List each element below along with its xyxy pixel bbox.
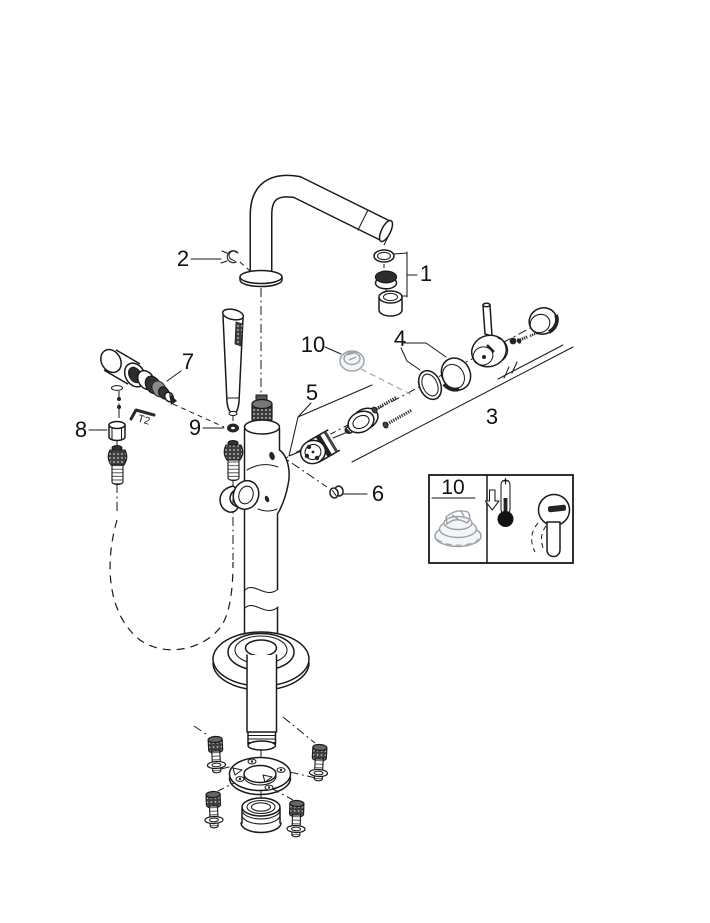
callout-label-4: 4 bbox=[394, 326, 406, 351]
mixer-body bbox=[243, 419, 290, 652]
callout-label-6: 6 bbox=[372, 481, 384, 506]
grub-screws bbox=[509, 331, 538, 345]
riser-pipe-break bbox=[244, 587, 279, 612]
collar-nut bbox=[240, 797, 282, 834]
callout-label-10: 10 bbox=[301, 332, 325, 357]
callout-label-8: 8 bbox=[75, 417, 87, 442]
non-return-valve bbox=[136, 369, 177, 405]
down-arrow-icon bbox=[484, 489, 500, 511]
cartridge bbox=[299, 429, 341, 465]
lever-body bbox=[470, 334, 509, 368]
union-nut bbox=[108, 420, 126, 442]
shower-hose bbox=[109, 519, 234, 651]
cartridge-flange bbox=[347, 407, 379, 434]
cartridge-screws bbox=[371, 395, 413, 429]
temperature-limiter bbox=[339, 350, 365, 372]
callout-labels: 1 2 3 4 5 6 7 8 9 10 T2 10 bbox=[75, 246, 498, 506]
cap-ring bbox=[528, 307, 559, 335]
thermometer-icon bbox=[497, 477, 514, 527]
lever-pin bbox=[482, 302, 493, 337]
hose-connector-right bbox=[223, 440, 244, 482]
inset-panel bbox=[428, 474, 574, 564]
spout-retaining-clip bbox=[220, 250, 239, 264]
callout-label-9: 9 bbox=[189, 415, 201, 440]
shower-holder bbox=[219, 479, 260, 513]
riser-pipe-lower bbox=[246, 654, 278, 751]
spout bbox=[239, 174, 394, 288]
hose-connector-left bbox=[107, 445, 128, 486]
callout-label-3: 3 bbox=[486, 404, 498, 429]
flange-bolt-holes bbox=[235, 758, 286, 791]
allen-key-size-label: T2 bbox=[136, 413, 151, 428]
elbow-connector bbox=[100, 348, 147, 409]
mounting-flange bbox=[228, 756, 292, 796]
hand-shower bbox=[221, 308, 245, 417]
callout-label-7: 7 bbox=[182, 349, 194, 374]
callout-label-5: 5 bbox=[306, 380, 318, 405]
spout-aerator-parts bbox=[373, 249, 403, 317]
lever-rotation-icon bbox=[531, 493, 571, 558]
trim-ring bbox=[440, 357, 472, 392]
body-adapter bbox=[251, 394, 273, 425]
inset-label-10: 10 bbox=[441, 476, 464, 499]
callout-label-1: 1 bbox=[420, 261, 432, 286]
temperature-limiter-icon bbox=[434, 510, 482, 548]
hand-shower-o-ring bbox=[227, 423, 239, 433]
plug bbox=[329, 485, 344, 499]
callout-label-2: 2 bbox=[177, 246, 189, 271]
allen-key bbox=[129, 408, 156, 421]
bracket-lines bbox=[88, 251, 574, 495]
o-ring-seal bbox=[417, 369, 443, 401]
